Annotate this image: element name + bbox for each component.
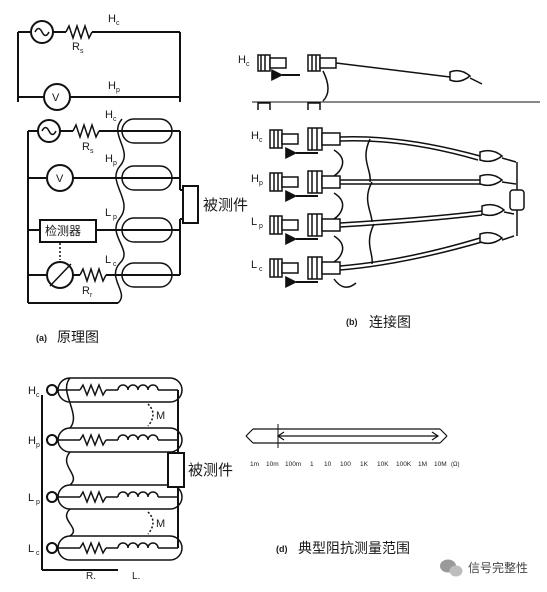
- panel-a-main-labels: H c R s H p V L p 检测器 L c R r 被测件 (a) 原理…: [36, 109, 248, 346]
- tick-label: 10: [324, 461, 332, 468]
- connector-row: [269, 256, 341, 288]
- svg-text:c: c: [259, 266, 263, 273]
- watermark: 信号完整性: [440, 559, 528, 577]
- svg-text:c: c: [36, 550, 40, 557]
- voltmeter-label: V: [56, 173, 64, 185]
- label-lp: L: [28, 492, 34, 504]
- connector-row: [269, 127, 341, 159]
- caption-d-tag: (d): [276, 544, 288, 554]
- svg-text:s: s: [80, 48, 84, 55]
- label-lc: L: [28, 543, 34, 555]
- tick-label: 1: [310, 461, 314, 468]
- label-hc: H: [108, 13, 116, 25]
- wechat-logo-icon: [440, 559, 463, 577]
- label-lp: L: [105, 207, 111, 219]
- tick-label: 10M: [434, 461, 447, 468]
- tick-label: 10m: [266, 461, 279, 468]
- label-hp: H: [28, 435, 36, 447]
- label-hc: H: [251, 130, 259, 142]
- tick-label: 1m: [250, 461, 259, 468]
- svg-text:c: c: [259, 137, 263, 144]
- svg-text:c: c: [36, 392, 40, 399]
- panel-b-connection-diagram: [252, 54, 540, 288]
- panel-a-top-labels: H c R s H p V: [52, 13, 120, 104]
- panel-c-labels: H c H p L p L c M M R. L. 被测件: [28, 385, 233, 582]
- panel-b-labels: H c H c H p L p L c (b) 连接图: [238, 54, 411, 331]
- tick-label: 1M: [418, 461, 427, 468]
- inductance-label: L.: [132, 571, 140, 582]
- panel-a-main-circuit: [27, 118, 199, 304]
- panel-d-tick-labels: 1m 10m 100m 1 10 100 1K 10K 100K 1M 10M …: [250, 461, 459, 557]
- svg-text:r: r: [90, 292, 93, 299]
- caption-a-tag: (a): [36, 333, 47, 343]
- svg-text:c: c: [113, 116, 117, 123]
- label-hc: H: [238, 54, 246, 66]
- watermark-text: 信号完整性: [468, 560, 528, 575]
- tick-label: 100K: [396, 461, 412, 468]
- panel-a-top-circuit: [17, 20, 181, 111]
- tick-label: 10K: [377, 461, 389, 468]
- label-lc: L: [251, 259, 257, 271]
- tick-label: 1K: [360, 461, 369, 468]
- label-rs: R: [72, 41, 80, 53]
- svg-text:s: s: [90, 148, 94, 155]
- svg-text:p: p: [113, 160, 117, 167]
- label-rr: R: [82, 285, 90, 297]
- svg-text:c: c: [246, 61, 250, 68]
- unit-label: (Ω): [451, 462, 459, 468]
- label-hc: H: [28, 385, 36, 397]
- svg-text:c: c: [113, 261, 117, 268]
- caption-d: 典型阻抗测量范围: [298, 540, 410, 557]
- svg-text:p: p: [259, 180, 263, 187]
- dut-label: 被测件: [203, 196, 248, 214]
- label-rs: R: [82, 141, 90, 153]
- mutual-inductance-label: M: [156, 410, 165, 422]
- detector-label: 检测器: [45, 223, 81, 238]
- panel-c-circuit: [41, 377, 185, 571]
- connector-row: [269, 170, 341, 202]
- mutual-inductance-label: M: [156, 518, 165, 530]
- svg-text:p: p: [259, 223, 263, 230]
- dut-label: 被测件: [188, 461, 233, 479]
- caption-b-tag: (b): [346, 317, 358, 327]
- label-lp: L: [251, 216, 257, 228]
- tick-label: 100: [340, 461, 351, 468]
- svg-text:p: p: [116, 87, 120, 94]
- label-lc: L: [105, 254, 111, 266]
- label-hp: H: [108, 80, 116, 92]
- svg-text:p: p: [113, 214, 117, 221]
- svg-text:p: p: [36, 499, 40, 506]
- label-hp: H: [105, 153, 113, 165]
- voltmeter-label: V: [52, 92, 60, 104]
- caption-a: 原理图: [57, 330, 99, 346]
- svg-text:c: c: [116, 20, 120, 27]
- caption-b: 连接图: [369, 314, 411, 331]
- panel-d-impedance-range: [245, 424, 448, 448]
- resistance-label: R.: [86, 571, 96, 582]
- label-hc: H: [105, 109, 113, 121]
- svg-text:p: p: [36, 442, 40, 449]
- label-hp: H: [251, 173, 259, 185]
- tick-label: 100m: [285, 461, 301, 468]
- connector-row: [269, 213, 341, 245]
